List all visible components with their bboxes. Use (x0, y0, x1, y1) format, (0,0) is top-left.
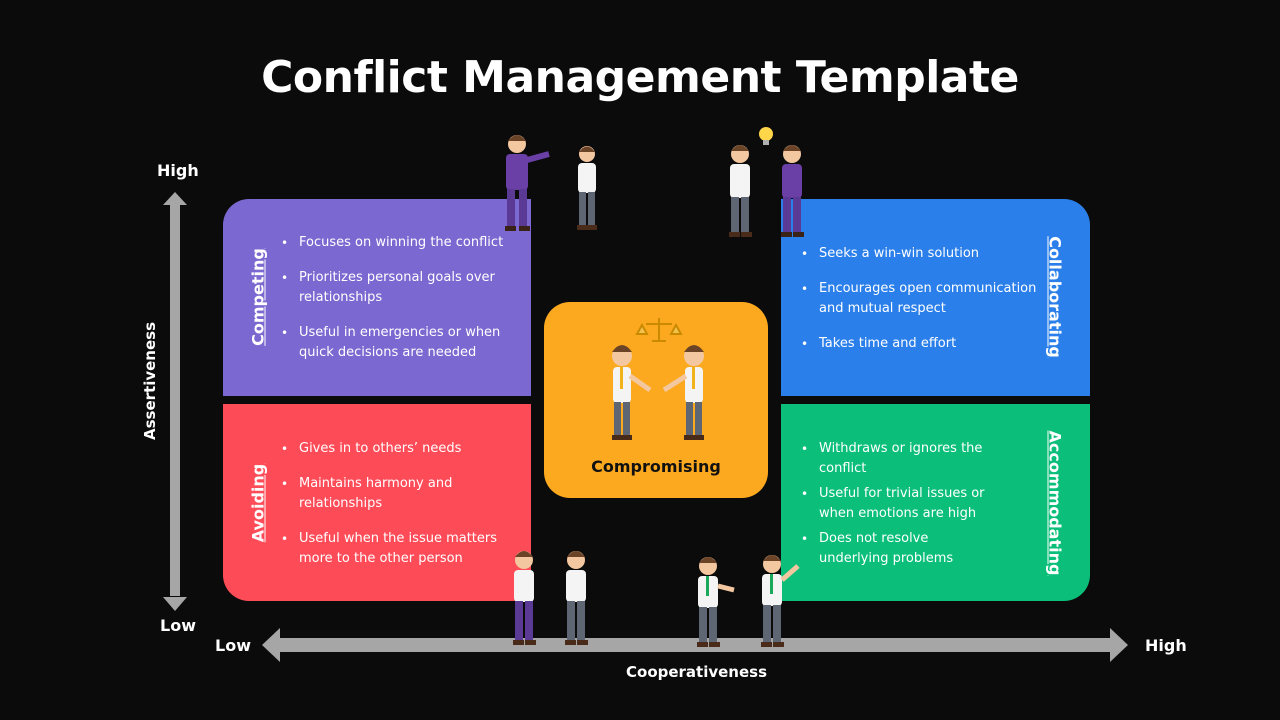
handshake-illustration (612, 318, 704, 440)
list-item: Useful when the issue matters more to th… (281, 529, 517, 569)
arms-crossed-person-icon (513, 551, 536, 645)
competing-points: Focuses on winning the conflict Prioriti… (281, 233, 517, 378)
x-axis-high-label: High (1145, 636, 1187, 655)
list-item: Useful in emergencies or when quick deci… (281, 323, 517, 363)
accommodating-label: Accommodating (1045, 430, 1065, 576)
list-item: Encourages open communication and mutual… (801, 279, 1041, 319)
list-item: Withdraws or ignores the conflict (801, 439, 1001, 479)
scale-icon (635, 318, 683, 342)
arms-crossed-person-icon (565, 551, 588, 645)
list-item: Does not resolve underlying problems (801, 529, 1001, 569)
y-axis-high-label: High (157, 161, 199, 180)
list-item: Useful for trivial issues or when emotio… (801, 484, 1001, 524)
x-axis-low-label: Low (215, 636, 251, 655)
y-axis-title: Assertiveness (141, 321, 159, 441)
explaining-person-icon (697, 557, 735, 647)
collaborating-label: Collaborating (1045, 236, 1065, 358)
list-item: Prioritizes personal goals over relation… (281, 268, 517, 308)
cooperativeness-arrow (262, 628, 1128, 662)
avoiding-label: Avoiding (248, 463, 268, 543)
collaborating-points: Seeks a win-win solution Encourages open… (801, 244, 1041, 369)
collaborating-figures-illustration (729, 127, 804, 237)
person-right-icon (781, 145, 804, 237)
accommodating-figures-illustration (697, 555, 800, 647)
accommodating-quadrant: Accommodating Withdraws or ignores the c… (781, 404, 1090, 601)
lightbulb-icon (759, 127, 773, 145)
avoiding-points: Gives in to others’ needs Maintains harm… (281, 439, 517, 584)
avoiding-figures-illustration (513, 551, 588, 645)
avoiding-quadrant: Avoiding Gives in to others’ needs Maint… (223, 404, 531, 601)
y-axis-low-label: Low (160, 616, 196, 635)
pointing-person-icon (505, 135, 550, 231)
list-item: Takes time and effort (801, 334, 1041, 354)
waving-person-icon (761, 555, 800, 647)
list-item: Seeks a win-win solution (801, 244, 1041, 264)
assertiveness-arrow (163, 192, 187, 611)
list-item: Focuses on winning the conflict (281, 233, 517, 253)
worried-person-icon (577, 146, 597, 230)
competing-quadrant: Competing Focuses on winning the conflic… (223, 199, 531, 396)
list-item: Maintains harmony and relationships (281, 474, 517, 514)
accommodating-points: Withdraws or ignores the conflict Useful… (801, 439, 1001, 574)
person-left-icon (729, 145, 752, 237)
list-item: Gives in to others’ needs (281, 439, 517, 459)
competing-label: Competing (248, 248, 268, 346)
person-right-icon (662, 345, 704, 440)
compromising-box: Compromising (544, 302, 768, 498)
competing-figures-illustration (505, 135, 597, 231)
page-title: Conflict Management Template (261, 52, 1019, 103)
person-left-icon (612, 345, 652, 440)
collaborating-quadrant: Collaborating Seeks a win-win solution E… (781, 199, 1090, 396)
x-axis-title: Cooperativeness (626, 663, 768, 681)
compromising-label: Compromising (591, 457, 721, 476)
